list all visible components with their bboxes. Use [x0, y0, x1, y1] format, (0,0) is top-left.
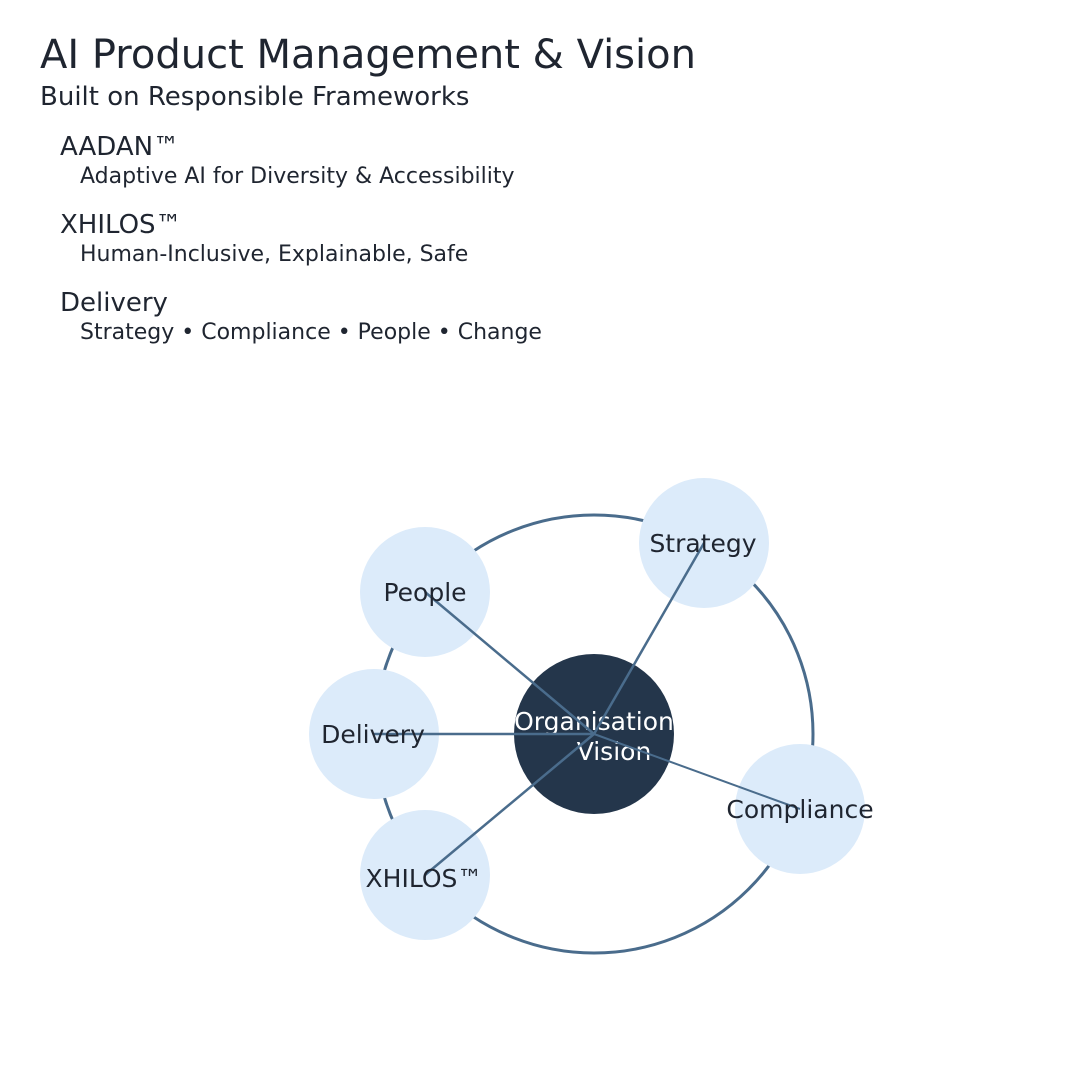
node-delivery-label: Delivery: [321, 720, 425, 749]
node-people-label: People: [383, 578, 466, 607]
framework-delivery-name: Delivery: [60, 288, 168, 318]
framework-delivery-description: Strategy • Compliance • People • Change: [80, 320, 542, 345]
framework-xhilos-name: XHILOS™: [60, 210, 182, 240]
connector-people: [424, 591, 595, 735]
node-strategy-label: Strategy: [649, 529, 756, 558]
page-title: AI Product Management & Vision: [40, 32, 696, 78]
node-xhilos-label: XHILOS™: [366, 864, 483, 893]
node-compliance-label: Compliance: [726, 795, 873, 824]
connector-xhilos: [424, 733, 595, 876]
connector-strategy: [592, 542, 706, 735]
framework-aadan-description: Adaptive AI for Diversity & Accessibilit…: [80, 164, 515, 189]
page-subtitle: Built on Responsible Frameworks: [40, 82, 470, 112]
framework-aadan-name: AADAN™: [60, 132, 180, 162]
connector-compliance: [593, 733, 801, 810]
hub-label-line1: Organisation: [514, 707, 674, 736]
framework-xhilos-description: Human-Inclusive, Explainable, Safe: [80, 242, 469, 267]
